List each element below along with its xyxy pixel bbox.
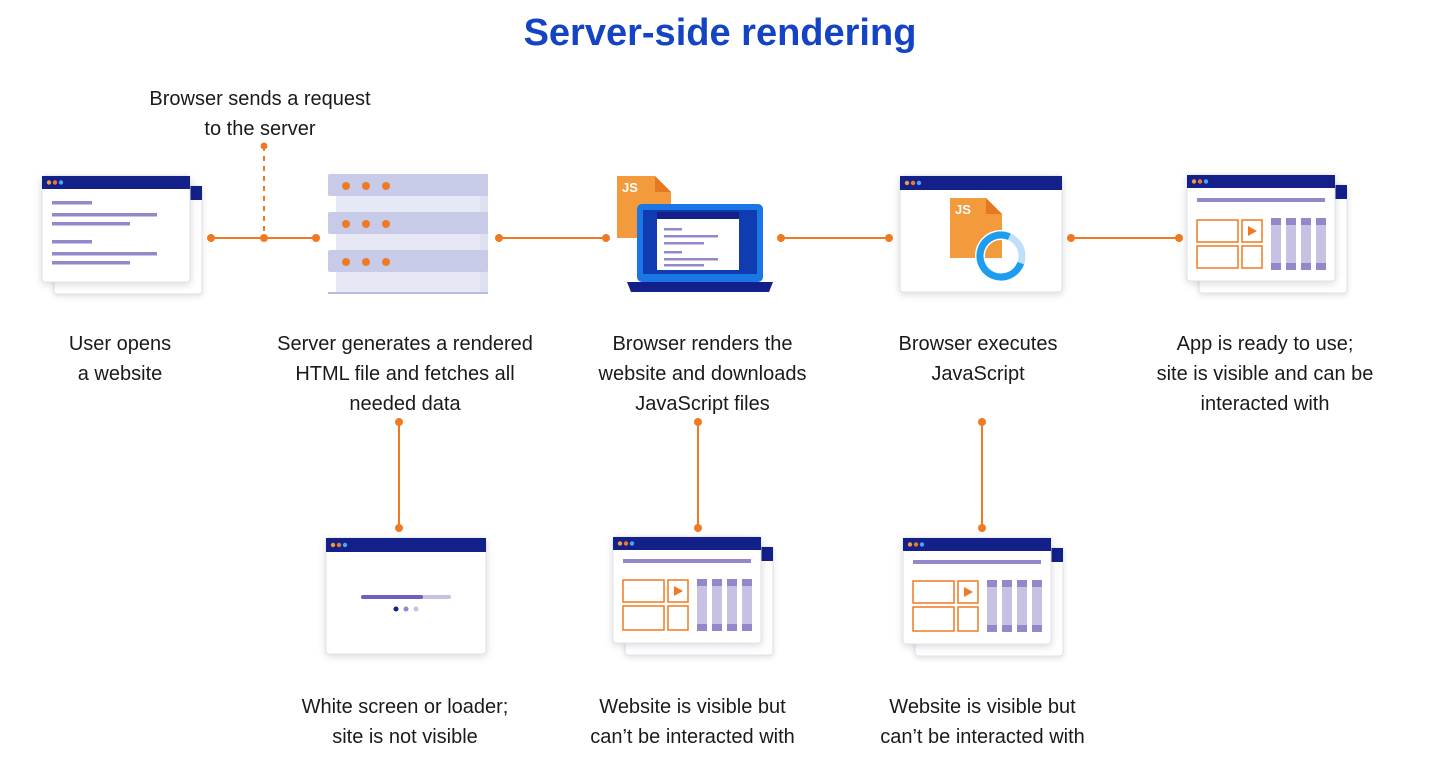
step-label-server-generates: Server generates a rendered HTML file an… xyxy=(277,333,533,415)
app-window-icon xyxy=(1186,174,1348,294)
svg-text:JS: JS xyxy=(622,180,638,195)
diagram-title: Server-side rendering xyxy=(523,12,917,54)
play-icon xyxy=(1248,226,1257,236)
server-rack-icon xyxy=(328,174,488,294)
state-label-visible-not-interactive-2: Website is visible but can’t be interact… xyxy=(880,696,1085,748)
state-label-white-screen: White screen or loader; site is not visi… xyxy=(301,696,509,748)
connectors xyxy=(207,142,1183,532)
js-execution-window: JS xyxy=(899,175,1063,293)
loader-window-icon xyxy=(325,537,487,655)
step-label-browser-executes: Browser executes JavaScript xyxy=(898,333,1058,385)
non-interactive-window-icon xyxy=(902,537,1064,657)
svg-text:JS: JS xyxy=(955,202,971,217)
play-icon xyxy=(674,586,683,596)
play-icon xyxy=(964,587,973,597)
laptop-icon: JS xyxy=(617,176,773,292)
step-label-user-opens: User opens a website xyxy=(68,333,172,385)
loading-ring-icon xyxy=(975,230,1027,282)
step-label-app-ready: App is ready to use; site is visible and… xyxy=(1156,333,1374,415)
step-label-browser-renders: Browser renders the website and download… xyxy=(598,333,807,415)
request-note: Browser sends a request to the server xyxy=(149,88,371,140)
non-interactive-window-icon xyxy=(612,536,774,656)
browser-window-icon xyxy=(41,175,203,295)
state-label-visible-not-interactive: Website is visible but can’t be interact… xyxy=(590,696,795,748)
